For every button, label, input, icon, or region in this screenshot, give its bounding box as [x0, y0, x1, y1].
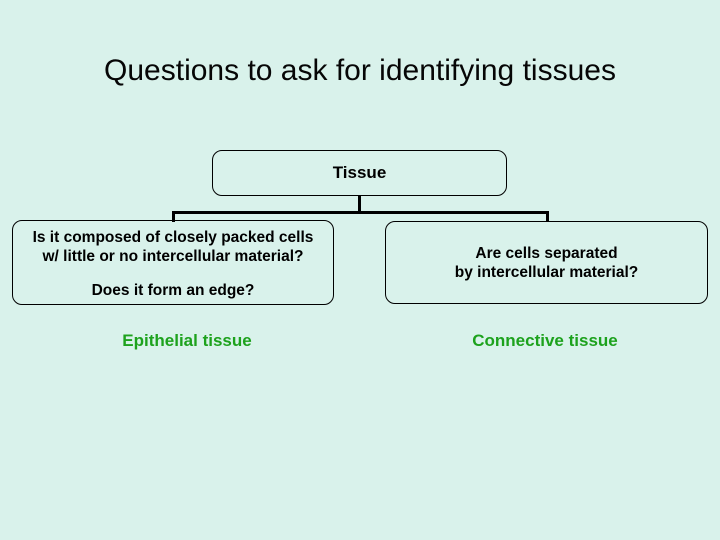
left-question-line-3: Does it form an edge? — [91, 282, 255, 299]
epithelial-tissue-label: Epithelial tissue — [122, 331, 252, 350]
right-question-line-1: Are cells separated — [475, 244, 618, 262]
connector-root-stem — [358, 196, 361, 212]
slide-title: Questions to ask for identifying tissues — [104, 54, 616, 87]
connector-left-drop — [172, 211, 175, 222]
connective-tissue-label: Connective tissue — [472, 331, 618, 350]
connector-right-drop — [546, 211, 549, 222]
left-question-box: Is it composed of closely packed cells w… — [12, 220, 334, 305]
connector-horizontal-bar — [172, 211, 549, 214]
tissue-root-box: Tissue — [212, 150, 507, 196]
tissue-root-label: Tissue — [332, 163, 387, 182]
left-question-line-1: Is it composed of closely packed cells — [32, 229, 314, 246]
left-question-line-2: w/ little or no intercellular material? — [42, 248, 304, 265]
right-question-line-2: by intercellular material? — [454, 263, 639, 281]
right-question-box: Are cells separated by intercellular mat… — [385, 221, 708, 304]
